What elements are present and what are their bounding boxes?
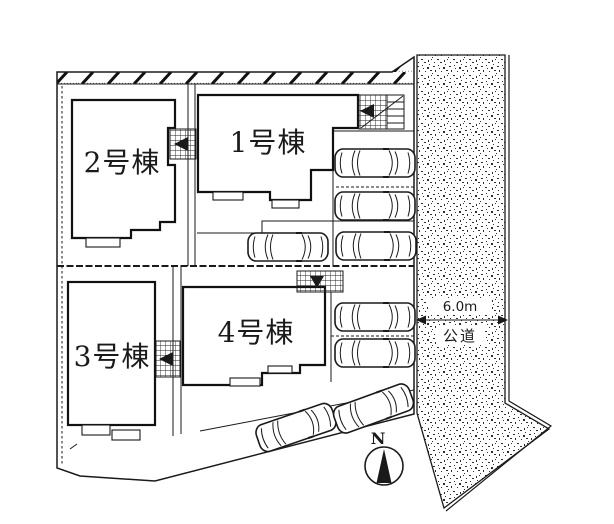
building-4-porch [229, 377, 261, 387]
boundary-hatch-band [56, 56, 415, 85]
building-3-porch [81, 424, 111, 436]
road-surface [416, 54, 551, 510]
building-1-porch [212, 191, 244, 201]
entrance-path-building-1 [358, 94, 405, 130]
car-icon [334, 338, 416, 368]
building-3: 3号棟 [66, 280, 157, 441]
parking-row-line [197, 220, 414, 234]
building-4-label: 4号棟 [218, 316, 295, 349]
road-outer-edge [445, 55, 553, 512]
building-2-outline [70, 98, 177, 240]
car-icon [334, 148, 416, 178]
north-label: N [371, 429, 386, 448]
building-1-outline [196, 93, 360, 202]
entrance-path-building-4 [296, 270, 344, 293]
car-icon [247, 232, 329, 262]
building-2-label: 2号棟 [84, 146, 161, 179]
entrance-path-building-2 [169, 128, 197, 160]
boundary-tick [69, 443, 78, 450]
entrance-arrow-icon [360, 104, 374, 118]
building-4-outline [181, 285, 327, 387]
entrance-stairs [386, 94, 405, 130]
entrance-arrow-icon [310, 276, 324, 288]
car-icon [335, 231, 417, 261]
building-4: 4号棟 [181, 285, 327, 387]
north-arrow-icon [376, 449, 392, 483]
north-compass: N [364, 429, 404, 486]
building-2: 2号棟 [70, 98, 177, 248]
entrance-path-building-3 [155, 340, 181, 378]
entrance-arrow-icon [159, 352, 173, 366]
public-road: 6.0m 公道 [416, 54, 553, 512]
arrow-left-icon [416, 315, 426, 325]
building-3-outline [66, 280, 157, 427]
building-1-porch-2 [271, 199, 300, 209]
car-icon [334, 302, 416, 332]
building-3-label: 3号棟 [74, 340, 151, 373]
building-1: 1号棟 [196, 93, 360, 209]
building-4-porch-2 [267, 365, 293, 374]
road-width-label: 6.0m [443, 299, 478, 315]
building-1-label: 1号棟 [230, 126, 307, 159]
road-name-label: 公道 [443, 327, 477, 345]
arrow-right-icon [498, 315, 508, 325]
car-icon [334, 191, 416, 221]
building-2-porch [85, 237, 121, 248]
entrance-arrow-icon [174, 137, 188, 151]
building-3-porch-2 [111, 429, 141, 441]
dim-label-backing [428, 298, 492, 314]
stair-diagonal [360, 95, 404, 129]
road-name-backing [436, 326, 484, 344]
